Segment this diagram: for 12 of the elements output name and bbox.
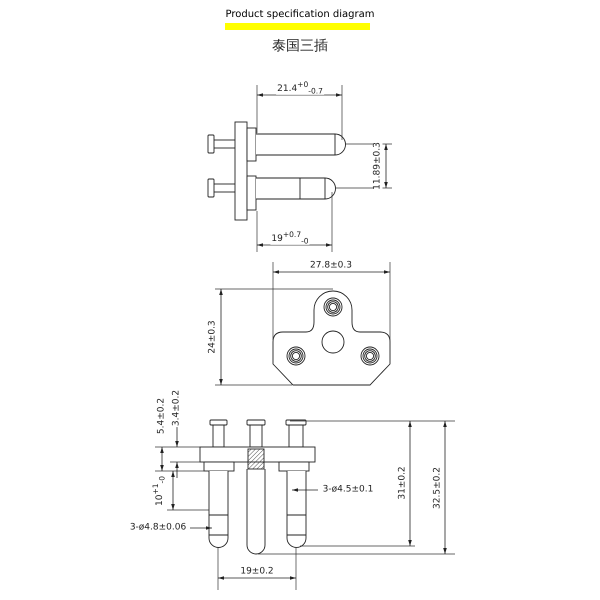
- dimension-value: 27.8±0.3: [309, 262, 353, 270]
- dimension-value: 32.5±0.2: [434, 466, 442, 510]
- dimension-value: 5.4±0.2: [158, 396, 166, 436]
- dimension-value: 19±0.2: [239, 568, 275, 576]
- dimension-value: 3.4±0.2: [172, 388, 182, 428]
- dimension-value: 31±0.2: [398, 465, 408, 501]
- dimension-value: 24±0.3: [208, 319, 218, 355]
- dimension-value: 3-ø4.8±0.06: [128, 524, 188, 532]
- view-heading: 泰国三插: [271, 39, 329, 53]
- diagram-title: Product specification diagram: [226, 9, 374, 20]
- dimension-value: 11.89±0.3: [374, 141, 382, 191]
- dimension-value: 3-ø4.5±0.1: [322, 486, 374, 494]
